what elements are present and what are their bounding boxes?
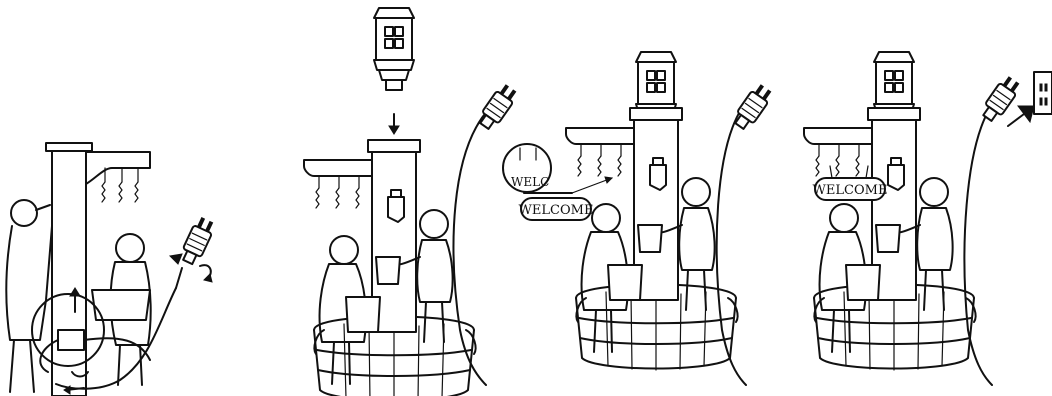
wall-outlet [1033, 71, 1052, 115]
welcome-sign-text: WELCOME [519, 203, 594, 218]
fountain [565, 107, 739, 371]
welcome-sign: WELCOME [813, 177, 888, 201]
arrow-icon [168, 253, 183, 265]
welcome-sign: WELCOME [519, 197, 594, 221]
step-1-figure [5, 142, 218, 396]
pump-detail-circle [31, 293, 105, 367]
power-adapter-plug [475, 81, 520, 133]
power-cord [715, 107, 747, 386]
welcome-sign-text: WELCOME [813, 183, 888, 198]
arrow-icon [571, 177, 613, 194]
arrow-icon [1007, 113, 1025, 127]
power-adapter-plug [177, 215, 218, 268]
sign-detail-text: WELC [511, 175, 549, 189]
rotate-arrow-icon [71, 371, 89, 378]
power-adapter-plug [730, 81, 775, 133]
post [51, 147, 87, 396]
sign-detail-circle: WELC [502, 143, 552, 193]
pump-cable [55, 287, 177, 390]
step-2-figure [303, 7, 520, 396]
fountain [803, 107, 977, 371]
power-cord [452, 107, 491, 386]
step-3-figure: WELC WELCOME [502, 51, 775, 386]
fountain [303, 139, 477, 396]
step-4-figure: WELCOME [803, 51, 1052, 386]
power-adapter-plug [978, 73, 1023, 125]
lantern [373, 7, 415, 91]
power-cord [963, 107, 993, 386]
